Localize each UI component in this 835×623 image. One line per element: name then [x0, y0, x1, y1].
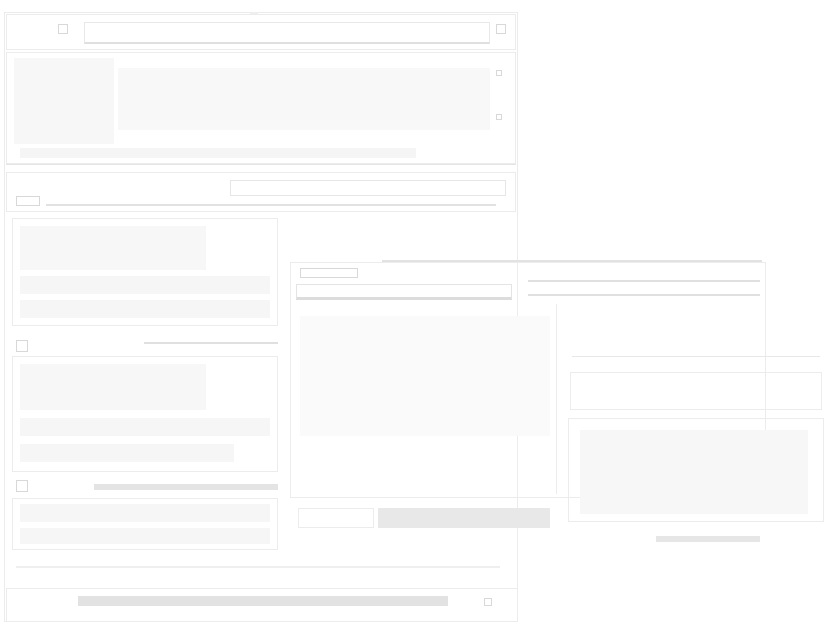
left-section-3-square-icon[interactable]	[16, 480, 28, 492]
left-section-2-square-icon[interactable]	[16, 340, 28, 352]
right-panel-header	[570, 372, 822, 410]
left-section-3-header-line	[94, 484, 278, 490]
header-search-input[interactable]	[84, 22, 490, 44]
right-panel-bottom-line	[656, 536, 760, 542]
app-square-icon	[58, 24, 68, 34]
dialog-tab-bar[interactable]	[296, 284, 512, 300]
top-panel-divider	[6, 164, 516, 165]
dialog-square-icon	[300, 268, 358, 278]
footer-scrollbar[interactable]	[78, 596, 448, 606]
toolbar	[6, 172, 516, 212]
top-panel-edge-icon-2	[496, 114, 502, 120]
left-section-3	[12, 498, 278, 550]
footer-square-icon[interactable]	[484, 598, 492, 606]
left-section-1-row	[20, 276, 270, 294]
dialog-top-line	[382, 260, 762, 262]
header-bar	[6, 14, 516, 50]
dialog-pane-divider	[556, 304, 557, 494]
center-dialog	[290, 262, 766, 498]
footer-bar	[6, 588, 518, 622]
top-panel-thumbnail	[14, 58, 114, 144]
dialog-footer-field[interactable]	[298, 508, 374, 528]
dialog-toolbar[interactable]	[528, 280, 760, 296]
left-section-2-content	[20, 364, 206, 410]
toolbar-underline	[46, 204, 496, 206]
right-panel	[568, 418, 824, 522]
toolbar-square-icon[interactable]	[16, 196, 40, 206]
left-section-2	[12, 356, 278, 472]
top-panel	[6, 52, 516, 164]
right-panel-block	[580, 430, 808, 514]
left-section-1-row-2	[20, 300, 270, 318]
left-section-2-row-2	[20, 444, 234, 462]
dialog-footer-input[interactable]	[378, 508, 550, 528]
left-section-1-content	[20, 226, 206, 270]
top-panel-content	[118, 68, 490, 130]
top-panel-footer-strip	[20, 148, 416, 158]
header-tick	[250, 12, 258, 14]
right-panel-top-line	[572, 356, 820, 357]
toolbar-tab-strip[interactable]	[230, 180, 506, 196]
left-section-3-row	[20, 504, 270, 522]
close-icon[interactable]	[496, 24, 506, 34]
top-panel-edge-icon	[496, 70, 502, 76]
dialog-pane-content	[300, 316, 550, 436]
left-section-2-row	[20, 418, 270, 436]
lower-divider	[16, 566, 500, 568]
left-section-3-row-2	[20, 528, 270, 544]
left-section-1	[12, 218, 278, 326]
left-section-2-header-line	[144, 342, 278, 344]
